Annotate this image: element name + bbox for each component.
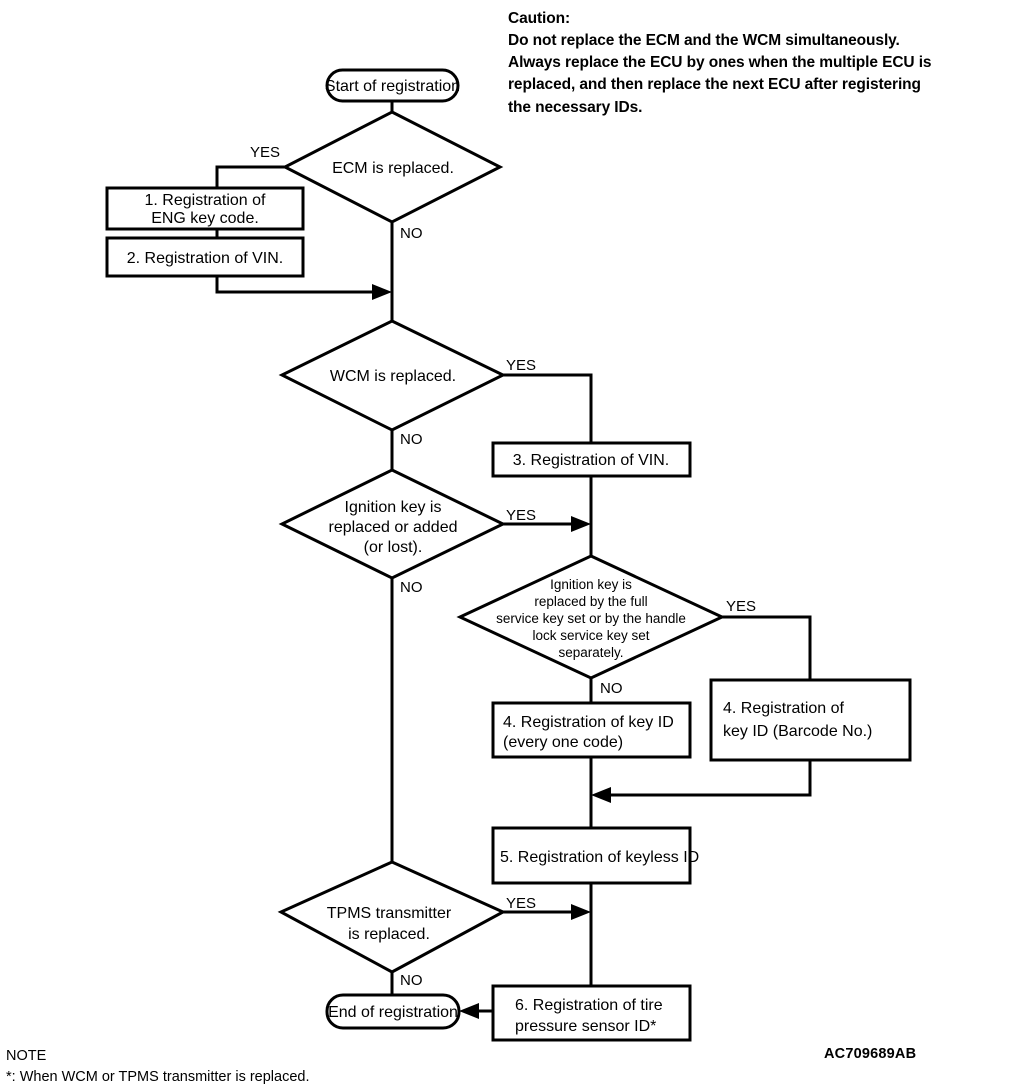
note-text: *: When WCM or TPMS transmitter is repla… — [6, 1069, 310, 1086]
key-set-label-line5: separately. — [558, 645, 623, 660]
decision-ignition-key[interactable]: Ignition key is replaced or added (or lo… — [278, 468, 507, 580]
ignition-key-diamond — [278, 468, 507, 580]
branch-label-ecm-no: NO — [400, 225, 423, 242]
caution-line-3: replaced, and then replace the next ECU … — [508, 76, 921, 94]
branch-label-ignition-no: NO — [400, 579, 423, 596]
reference-code: AC709689AB — [824, 1046, 917, 1062]
process-step3[interactable]: 3. Registration of VIN. — [491, 441, 692, 478]
branch-label-tpms-no: NO — [400, 972, 423, 989]
caution-line-2: Always replace the ECU by ones when the … — [508, 54, 932, 72]
arrowhead-step2-to-trunk — [372, 284, 392, 300]
step4-barcode-label-line1: 4. Registration of — [723, 700, 845, 717]
process-step4-barcode[interactable]: 4. Registration of key ID (Barcode No.) — [709, 678, 912, 762]
connector-step2-to-trunk — [215, 275, 377, 294]
caution-line-4: the necessary IDs. — [508, 98, 643, 116]
end-shape — [325, 993, 461, 1030]
step4-every-shape — [491, 701, 692, 759]
ecm-label-line1: ECM is replaced. — [332, 160, 454, 177]
step6-shape — [491, 984, 692, 1042]
ecm-diamond — [281, 110, 504, 224]
branch-label-ignition-yes: YES — [506, 507, 536, 524]
process-step2[interactable]: 2. Registration of VIN. — [105, 236, 305, 278]
key-set-diamond — [456, 554, 726, 680]
connector-barcode-to-trunk — [606, 760, 812, 797]
end-label: End of registration — [328, 1004, 458, 1021]
step2-label-line1: 2. Registration of VIN. — [127, 250, 284, 267]
step3-shape — [491, 441, 692, 478]
step1-label-line1: 1. Registration of — [145, 192, 267, 209]
node-end[interactable]: End of registration — [325, 993, 461, 1030]
step1-shape — [105, 186, 305, 231]
tpms-diamond — [277, 860, 507, 974]
footer-note: NOTE *: When WCM or TPMS transmitter is … — [6, 1046, 310, 1088]
step3-label-line1: 3. Registration of VIN. — [513, 452, 670, 469]
key-set-label-line4: lock service key set — [532, 628, 649, 643]
start-shape — [325, 68, 460, 103]
step5-shape — [491, 826, 692, 885]
ignition-key-label-line2: replaced or added — [329, 519, 458, 536]
step1-label-line2: ENG key code. — [151, 210, 259, 227]
wcm-label-line1: WCM is replaced. — [330, 368, 456, 385]
branch-label-wcm-no: NO — [400, 431, 423, 448]
process-step5[interactable]: 5. Registration of keyless ID — [491, 826, 699, 885]
branch-label-ecm-yes: YES — [250, 144, 280, 161]
key-set-label-line1: Ignition key is — [550, 577, 632, 592]
key-set-label-line2: replaced by the full — [534, 594, 647, 609]
ignition-key-label-line3: (or lost). — [364, 539, 423, 556]
connector-ecm-yes-to-step1 — [215, 165, 285, 188]
arrowhead-tpms-yes — [571, 904, 591, 920]
decision-wcm[interactable]: WCM is replaced. — [278, 319, 507, 432]
step4-every-label-line1: 4. Registration of key ID — [503, 714, 674, 731]
branch-label-wcm-yes: YES — [506, 357, 536, 374]
ignition-key-label-line1: Ignition key is — [345, 499, 442, 516]
caution-note: Caution: Do not replace the ECM and the … — [508, 8, 1008, 119]
caution-heading: Caution: — [508, 10, 571, 27]
wcm-diamond — [278, 319, 507, 432]
decision-ecm[interactable]: ECM is replaced. — [281, 110, 504, 224]
arrowhead-ignition-yes — [571, 516, 591, 532]
arrowhead-barcode-merge — [591, 787, 611, 803]
step5-label-line1: 5. Registration of keyless ID — [500, 849, 699, 866]
key-set-label-line3: service key set or by the handle — [496, 611, 686, 626]
decision-key-set[interactable]: Ignition key is replaced by the full ser… — [456, 554, 726, 680]
caution-line-1: Do not replace the ECM and the WCM simul… — [508, 32, 900, 50]
process-step6[interactable]: 6. Registration of tire pressure sensor … — [491, 984, 692, 1042]
note-heading: NOTE — [6, 1048, 47, 1064]
tpms-label-line2: is replaced. — [348, 926, 430, 943]
tpms-label-line1: TPMS transmitter — [327, 905, 452, 922]
branch-label-keyset-no: NO — [600, 680, 623, 697]
step6-label-line1: 6. Registration of tire — [515, 997, 663, 1014]
connector-keyset-yes-to-barcode — [722, 615, 812, 680]
decision-tpms[interactable]: TPMS transmitter is replaced. — [277, 860, 507, 974]
step4-every-label-line2: (every one code) — [503, 734, 623, 751]
step2-shape — [105, 236, 305, 278]
arrowhead-step6-to-end — [459, 1003, 479, 1019]
start-label: Start of registration — [325, 78, 460, 95]
connector-wcm-yes-to-step3 — [503, 373, 593, 443]
process-step4-every-one-code[interactable]: 4. Registration of key ID (every one cod… — [491, 701, 692, 759]
process-step1[interactable]: 1. Registration of ENG key code. — [105, 186, 305, 231]
step4-barcode-label-line2: key ID (Barcode No.) — [723, 723, 872, 740]
step6-label-line2: pressure sensor ID* — [515, 1018, 656, 1035]
branch-label-keyset-yes: YES — [726, 598, 756, 615]
node-start[interactable]: Start of registration — [325, 68, 460, 103]
branch-label-tpms-yes: YES — [506, 895, 536, 912]
step4-barcode-shape — [709, 678, 912, 762]
